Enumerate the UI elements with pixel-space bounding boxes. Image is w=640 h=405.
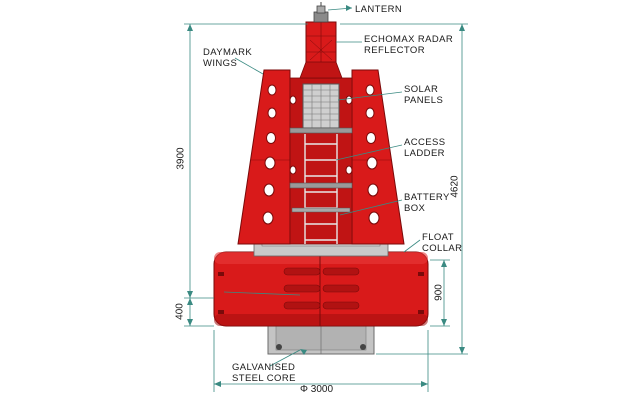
label-radar-reflector: ECHOMAX RADAR REFLECTOR: [364, 34, 453, 56]
dim-diameter: Φ 3000: [300, 384, 334, 395]
label-solar-line-1: SOLAR: [404, 84, 439, 95]
label-core-line-2: STEEL CORE: [232, 373, 296, 384]
label-daymark-line-1: DAYMARK: [203, 47, 253, 58]
dim-3900: 3900: [175, 147, 187, 170]
label-ladder-line-2: LADDER: [404, 148, 445, 159]
label-lantern: LANTERN: [355, 4, 403, 15]
dim-4620: 4620: [449, 175, 461, 198]
label-access-ladder: ACCESS LADDER: [404, 137, 445, 159]
label-battery-line-2: BOX: [404, 203, 426, 214]
dimension-arrows: [187, 5, 465, 387]
dim-400: 400: [174, 303, 186, 320]
daymark-wings: [237, 69, 405, 245]
label-ladder-line-1: ACCESS: [404, 137, 446, 148]
leader-lines: [223, 7, 421, 367]
dim-900: 900: [433, 284, 445, 301]
float-collar: [213, 251, 429, 327]
label-battery-box: BATTERY BOX: [404, 192, 450, 214]
label-collar-line-1: FLOAT: [422, 232, 454, 243]
access-ladder: [304, 134, 338, 244]
label-core-line-1: GALVANISED: [232, 362, 296, 373]
label-daymark-wings: DAYMARK WINGS: [203, 47, 252, 69]
label-solar-line-2: PANELS: [404, 95, 444, 106]
label-solar-panels: SOLAR PANELS: [404, 84, 443, 106]
wing-holes: [262, 84, 380, 225]
label-daymark-line-2: WINGS: [203, 58, 238, 69]
label-radar-line-1: ECHOMAX RADAR: [364, 34, 454, 45]
label-collar-line-2: COLLAR: [422, 243, 463, 254]
label-steel-core: GALVANISED STEEL CORE: [232, 362, 296, 384]
label-battery-line-1: BATTERY: [404, 192, 450, 203]
label-float-collar: FLOAT COLLAR: [422, 232, 462, 254]
solar-panels: [302, 83, 340, 129]
radar-reflector: [299, 21, 343, 79]
dimension-lines: [184, 23, 468, 392]
battery-box: [289, 127, 353, 213]
lantern: [313, 2, 329, 23]
label-radar-line-2: REFLECTOR: [364, 45, 425, 56]
